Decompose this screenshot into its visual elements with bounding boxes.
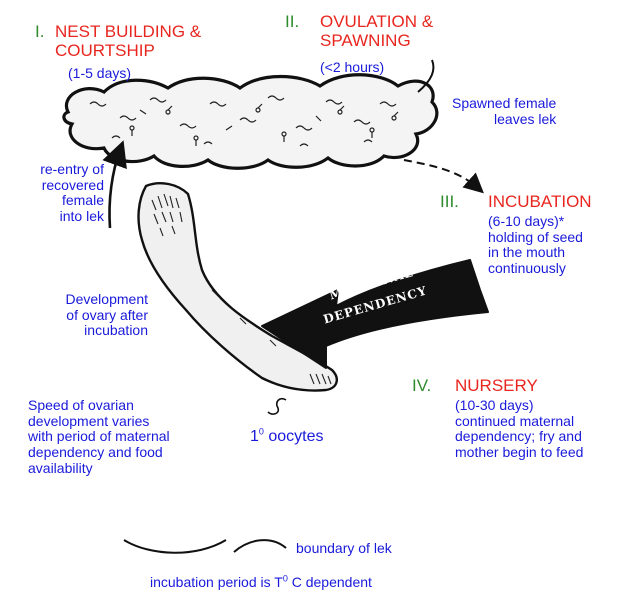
- stage-4-numeral: IV.: [412, 376, 431, 395]
- stage-3-desc-line-1: holding of seed: [488, 230, 583, 246]
- stage-4-desc-line-2: dependency; fry and: [455, 429, 583, 445]
- development-note-line-2: of ovary after: [28, 308, 148, 324]
- stage-3-numeral: III.: [440, 192, 459, 211]
- boundary-legend-arc-1: [124, 540, 226, 553]
- stage-1-title: NEST BUILDING & COURTSHIP: [55, 22, 201, 60]
- spawned-female-dashed-arrow: [404, 160, 478, 188]
- speed-note-line-5: availability: [28, 461, 170, 477]
- ovary-shape: [139, 183, 337, 390]
- stage-3-duration: (6-10 days)*: [488, 214, 583, 230]
- development-note-line-3: incubation: [28, 323, 148, 339]
- stage-3-desc-line-3: continuously: [488, 261, 583, 277]
- speed-note-line-2: development varies: [28, 414, 170, 430]
- stage-3-title: INCUBATION: [488, 192, 592, 211]
- stage-3-description: (6-10 days)* holding of seed in the mout…: [488, 214, 583, 277]
- boundary-legend-label: boundary of lek: [296, 541, 392, 557]
- oocyte-squiggle: [268, 399, 286, 414]
- stage-4-title: NURSERY: [455, 376, 538, 395]
- stage-2-title: OVULATION & SPAWNING: [320, 12, 433, 50]
- stage-4-description: (10-30 days) continued maternal dependen…: [455, 398, 583, 461]
- reentry-note: re-entry of recovered female into lek: [20, 162, 104, 225]
- spawned-note-line-1: Spawned female: [452, 96, 556, 112]
- reentry-note-line-2: recovered: [20, 178, 104, 194]
- ovary-development-note: Development of ovary after incubation: [28, 292, 148, 339]
- footnote-after: C dependent: [288, 574, 372, 590]
- boundary-legend-arc-2: [234, 540, 286, 552]
- reentry-note-line-4: into lek: [20, 209, 104, 225]
- stage-4-desc-line-1: continued maternal: [455, 414, 583, 430]
- oocytes-base: 1: [250, 428, 259, 445]
- ovarian-speed-note: Speed of ovarian development varies with…: [28, 398, 170, 476]
- stage-2-duration: (<2 hours): [320, 60, 384, 76]
- reentry-note-line-1: re-entry of: [20, 162, 104, 178]
- stage-2-numeral: II.: [285, 12, 299, 31]
- reentry-arrow: [109, 150, 120, 228]
- speed-note-line-4: dependency and food: [28, 445, 170, 461]
- oocytes-text: oocytes: [264, 428, 324, 445]
- stage-3-desc-line-2: in the mouth: [488, 245, 583, 261]
- development-note-line-1: Development: [28, 292, 148, 308]
- spawned-female-note: Spawned female leaves lek: [452, 96, 556, 127]
- footnote-before: incubation period is T: [150, 574, 283, 590]
- stage-2-title-line-1: OVULATION &: [320, 12, 433, 31]
- stage-4-duration: (10-30 days): [455, 398, 583, 414]
- speed-note-line-3: with period of maternal: [28, 429, 170, 445]
- stage-1-duration: (1-5 days): [68, 66, 131, 82]
- spawned-note-line-2: leaves lek: [452, 112, 556, 128]
- stage-2-title-line-2: SPAWNING: [320, 31, 433, 50]
- stage-1-title-line-1: NEST BUILDING &: [55, 22, 201, 41]
- stage-1-numeral: I.: [35, 22, 44, 41]
- footnote: incubation period is T0 C dependent: [150, 575, 372, 591]
- reentry-note-line-3: female: [20, 193, 104, 209]
- oocytes-label: 10 oocytes: [250, 428, 324, 446]
- stage-1-title-line-2: COURTSHIP: [55, 41, 201, 60]
- stage-4-desc-line-3: mother begin to feed: [455, 445, 583, 461]
- speed-note-line-1: Speed of ovarian: [28, 398, 170, 414]
